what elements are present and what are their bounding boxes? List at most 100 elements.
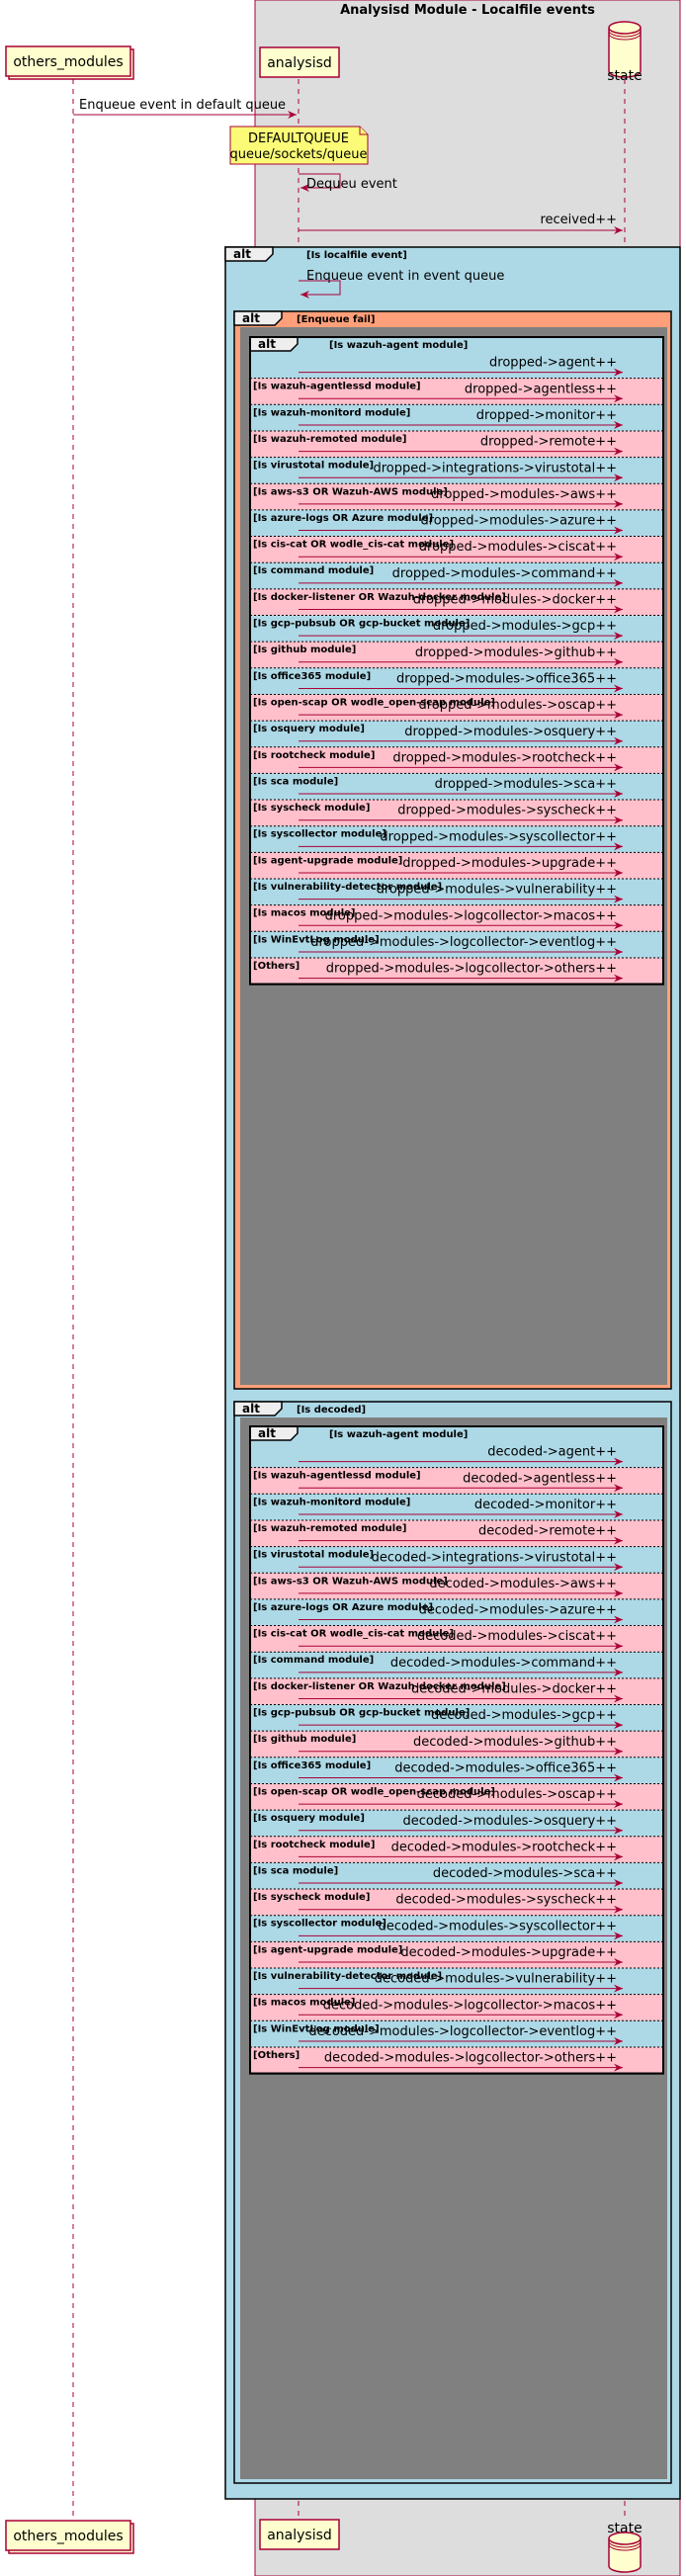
dropped-message-9: dropped->modules->docker++ [413, 593, 617, 608]
decoded-alt-border [249, 1425, 664, 2075]
decoded-condition-22: [Is WinEvtLog module] [253, 2023, 380, 2034]
dropped-section-6 [251, 509, 662, 537]
decoded-section-4 [251, 1546, 662, 1574]
decoded-condition-21: [Is macos module] [253, 1998, 355, 2009]
dropped-section-14 [251, 721, 662, 747]
dropped-condition-1: [Is wazuh-agentlessd module] [253, 382, 421, 392]
decoded-message-2: decoded->monitor++ [474, 1498, 617, 1512]
dropped-message-15: dropped->modules->rootcheck++ [392, 750, 617, 765]
dropped-section-22 [251, 931, 662, 958]
dropped-condition-22: [Is WinEvtLog module] [253, 934, 380, 945]
decoded-message-8: decoded->modules->command++ [390, 1656, 617, 1671]
decoded-section-5 [251, 1573, 662, 1599]
participant-others-bottom: others_modules [5, 2520, 134, 2554]
dropped-message-2: dropped->monitor++ [476, 408, 617, 423]
participant-analysisd-bottom: analysisd [259, 2519, 340, 2550]
decoded-message-18: decoded->modules->syscollector++ [379, 1919, 617, 1933]
dropped-section-9 [251, 588, 662, 616]
dropped-condition-0: [Is wazuh-agent module] [329, 340, 468, 351]
decoded-message-19: decoded->modules->upgrade++ [400, 1945, 617, 1960]
dropped-condition-13: [Is open-scap OR wodle_open-scap module] [253, 697, 495, 708]
dropped-message-18: dropped->modules->syscollector++ [380, 829, 617, 844]
decoded-section-0 [251, 1427, 662, 1468]
dropped-message-13: dropped->modules->oscap++ [418, 698, 617, 713]
box-title: Analysisd Module - Localfile events [340, 3, 595, 18]
dropped-condition-4: [Is virustotal module] [253, 461, 374, 472]
decoded-message-15: decoded->modules->rootcheck++ [391, 1840, 617, 1854]
decoded-condition-6: [Is azure-logs OR Azure module] [253, 1602, 433, 1613]
decoded-section-7 [251, 1625, 662, 1653]
dropped-section-4 [251, 457, 662, 484]
dropped-section-17 [251, 800, 662, 826]
participant-state-label: state [607, 68, 642, 84]
decoded-message-3: decoded->remote++ [478, 1524, 617, 1539]
dropped-message-14: dropped->modules->osquery++ [404, 725, 617, 739]
dropped-section-10 [251, 615, 662, 643]
decoded-condition-5: [Is aws-s3 OR Wazuh-AWS module] [253, 1576, 448, 1587]
decoded-section-2 [251, 1494, 662, 1520]
dropped-section-20 [251, 879, 662, 905]
dropped-message-5: dropped->modules->aws++ [431, 487, 617, 502]
dropped-condition-14: [Is osquery module] [253, 724, 365, 734]
participant-state-top: state [607, 21, 643, 84]
msg-received: received++ [540, 213, 617, 227]
dropped-condition-9: [Is docker-listener OR Wazuh-docker modu… [253, 592, 506, 603]
decoded-condition-16: [Is sca module] [253, 1865, 338, 1876]
decoded-section-1 [251, 1467, 662, 1495]
dropped-condition-11: [Is github module] [253, 644, 356, 655]
participant-state-bottom: state [607, 2521, 643, 2573]
dropped-section-13 [251, 694, 662, 722]
dropped-message-0: dropped->agent++ [489, 356, 617, 371]
participant-others-label: others_modules [13, 54, 123, 70]
dropped-section-21 [251, 904, 662, 932]
decoded-condition-11: [Is github module] [253, 1734, 356, 1745]
decoded-section-9 [251, 1677, 662, 1705]
dropped-section-8 [251, 562, 662, 589]
participant-analysisd-top: analysisd [259, 46, 340, 78]
dropped-message-7: dropped->modules->ciscat++ [419, 540, 617, 555]
dropped-message-16: dropped->modules->sca++ [435, 777, 617, 792]
note-line-2: queue/sockets/queue [229, 147, 367, 162]
dropped-message-12: dropped->modules->office365++ [396, 671, 617, 686]
dropped-section-1 [251, 378, 662, 405]
dropped-condition-2: [Is wazuh-monitord module] [253, 407, 410, 418]
participant-others-label-bottom: others_modules [13, 2529, 123, 2544]
decoded-condition-1: [Is wazuh-agentlessd module] [253, 1471, 421, 1482]
dropped-condition-18: [Is syscollector module] [253, 829, 386, 840]
decoded-section-6 [251, 1598, 662, 1626]
decoded-condition-18: [Is syscollector module] [253, 1919, 386, 1930]
decoded-condition-3: [Is wazuh-remoted module] [253, 1523, 406, 1534]
decoded-condition-2: [Is wazuh-monitord module] [253, 1497, 410, 1507]
enqueue-fail-condition: [Enqueue fail] [297, 314, 376, 325]
arrow-dequeu-self [299, 173, 341, 192]
decoded-section-11 [251, 1731, 662, 1758]
decoded-message-13: decoded->modules->oscap++ [417, 1787, 617, 1802]
decoded-message-4: decoded->integrations->virustotal++ [372, 1550, 617, 1565]
dropped-section-15 [251, 746, 662, 774]
decoded-message-21: decoded->modules->logcollector->macos++ [323, 1998, 617, 2013]
dropped-section-11 [251, 642, 662, 668]
decoded-condition-14: [Is osquery module] [253, 1813, 365, 1824]
decoded-message-14: decoded->modules->osquery++ [402, 1814, 617, 1829]
note-line-1: DEFAULTQUEUE [248, 131, 349, 146]
dropped-condition-21: [Is macos module] [253, 908, 355, 919]
decoded-alt-keyword: alt [242, 1402, 260, 1416]
decoded-condition: [Is decoded] [297, 1405, 366, 1416]
outer-alt-keyword: alt [233, 247, 251, 261]
decoded-section-3 [251, 1519, 662, 1547]
decoded-condition-10: [Is gcp-pubsub OR gcp-bucket module] [253, 1708, 470, 1719]
decoded-condition-19: [Is agent-upgrade module] [253, 1944, 402, 1955]
decoded-section-15 [251, 1836, 662, 1863]
decoded-condition-9: [Is docker-listener OR Wazuh-docker modu… [253, 1681, 506, 1692]
decoded-condition-20: [Is vulnerability-detector module] [253, 1971, 442, 1982]
enqueue-fail-alt-keyword: alt [242, 311, 260, 325]
decoded-section-22 [251, 2020, 662, 2047]
dropped-condition-23: [Others] [253, 961, 300, 972]
participant-state-label-bottom: state [607, 2521, 642, 2536]
decoded-condition-0: [Is wazuh-agent module] [329, 1429, 468, 1440]
dropped-condition-7: [Is cis-cat OR wodle_cis-cat module] [253, 540, 454, 551]
dropped-message-1: dropped->agentless++ [465, 382, 617, 396]
enqueue-fail-alt-tab [233, 310, 283, 326]
decoded-message-17: decoded->modules->syscheck++ [395, 1893, 617, 1908]
decoded-condition-17: [Is syscheck module] [253, 1892, 370, 1903]
